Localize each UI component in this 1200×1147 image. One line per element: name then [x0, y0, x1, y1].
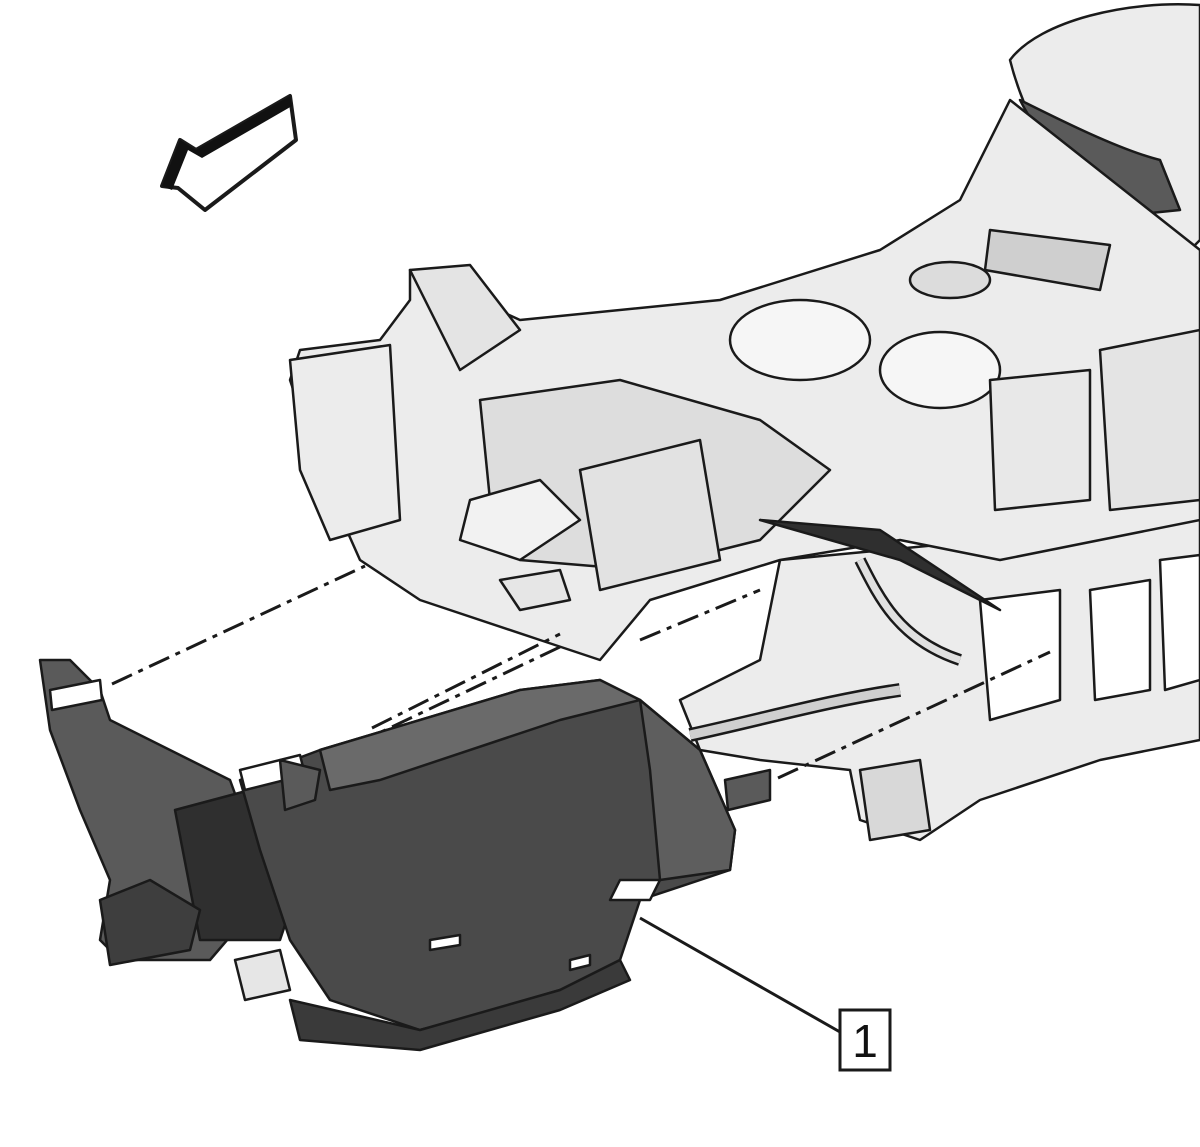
- callout-1: 1: [639, 916, 892, 1072]
- front-direction-arrow-icon: [160, 94, 298, 212]
- console-support-frame: [678, 518, 1200, 842]
- lower-trim-panel-part: [38, 658, 772, 1052]
- callout-box: [838, 1008, 892, 1072]
- center-console-body: [288, 3, 1200, 662]
- callout-label: 1: [852, 1015, 878, 1067]
- callout-leader-line: [639, 916, 841, 1034]
